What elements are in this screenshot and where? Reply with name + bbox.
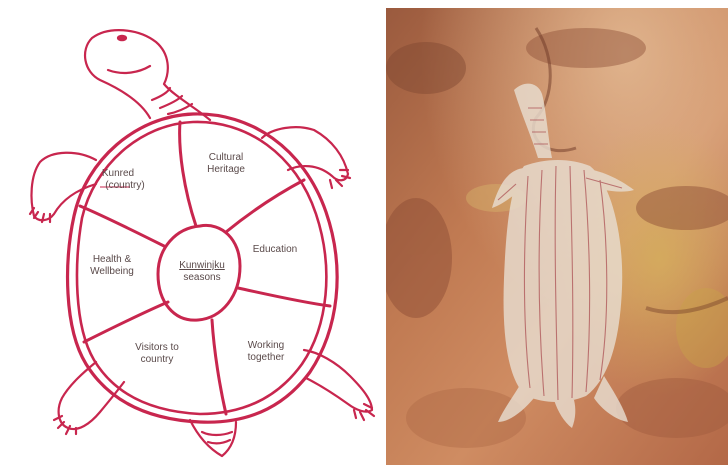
label-visitors-2: country (141, 354, 174, 365)
label-health-2: Wellbeing (90, 266, 134, 277)
label-seasons: seasons (183, 272, 220, 283)
label-working-2: together (248, 352, 285, 363)
label-kunred: Kunred (102, 168, 134, 179)
divider-left (80, 206, 164, 246)
divider-bottom-left (84, 302, 168, 342)
rock-art-photo (386, 8, 728, 465)
label-cultural-2: Heritage (207, 164, 245, 175)
turtle-head (85, 30, 210, 120)
turtle-eye (118, 36, 126, 40)
label-cultural-1: Cultural (209, 152, 243, 163)
rock-art-svg (386, 8, 728, 465)
turtle-diagram: Kunred (country) Cultural Heritage Educa… (0, 0, 386, 465)
label-working-1: Working (248, 340, 285, 351)
divider-bottom (212, 320, 226, 414)
divider-top-right (226, 180, 304, 232)
back-right-flipper (304, 350, 372, 412)
label-health-1: Health & (93, 254, 132, 265)
label-visitors-1: Visitors to (135, 342, 179, 353)
turtle-mouth (108, 66, 150, 73)
label-kunred-sub: (country) (105, 180, 144, 191)
divider-top (180, 122, 196, 226)
turtle-tail (190, 420, 236, 456)
label-education: Education (253, 244, 297, 255)
divider-right (238, 288, 330, 306)
label-kunwinjku: Kunwinjku (179, 260, 225, 271)
turtle-diagram-panel: Kunred (country) Cultural Heritage Educa… (0, 0, 386, 465)
